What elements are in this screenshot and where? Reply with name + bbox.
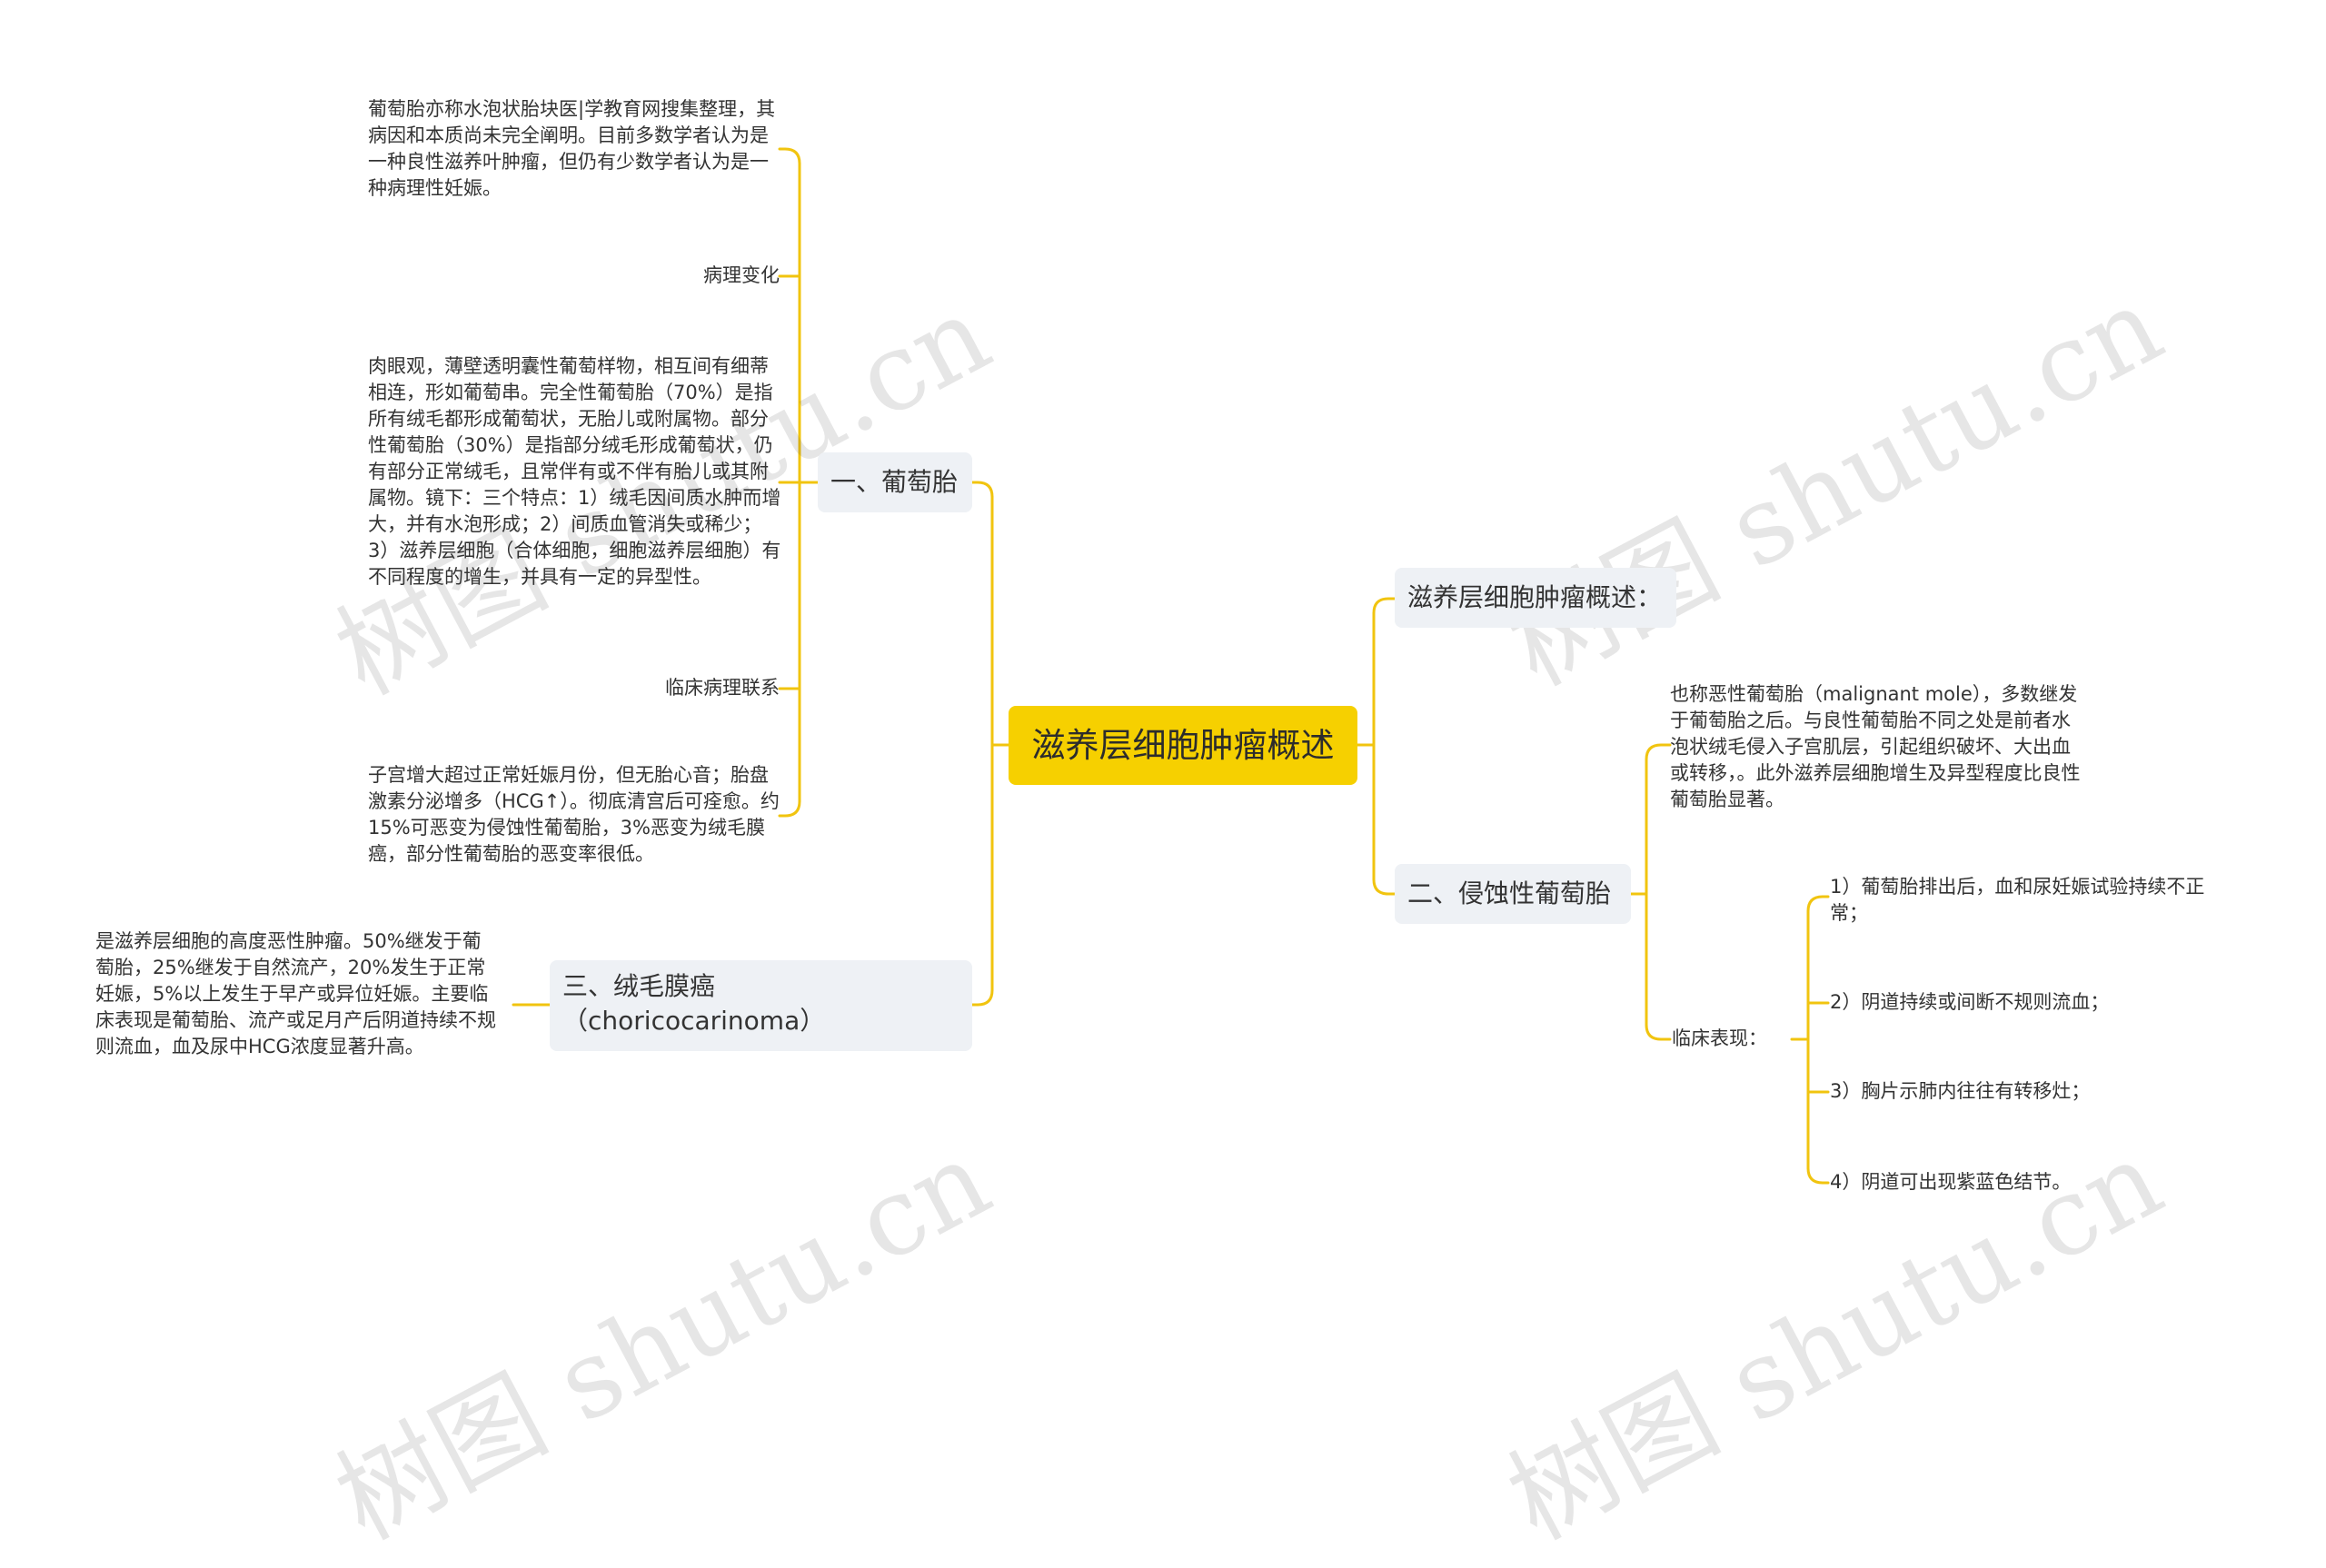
link-invasive — [1372, 878, 1397, 896]
hyd-leaf-definition[interactable]: 葡萄胎亦称水泡状胎块医|学教育网搜集整理，其病因和本质尚未完全阐明。目前多数学者… — [368, 98, 776, 199]
clinical-item[interactable]: 1）葡萄胎排出后，血和尿妊娠试验持续不正常； — [1830, 876, 2205, 924]
link-chorio — [970, 988, 994, 1007]
hyd-leaf-1 — [778, 147, 801, 165]
hyd-leaf-prognosis[interactable]: 子宫增大超过正常妊娠月份，但无胎心音；胎盘激素分泌增多（HCG↑）。彻底清宫后可… — [368, 764, 780, 865]
connector-lines — [512, 147, 1830, 1185]
clinical-item[interactable]: 4）阴道可出现紫蓝色结节。 — [1830, 1171, 2072, 1193]
topic-overview[interactable]: 滋养层细胞肿瘤概述： — [1395, 568, 1676, 628]
topic-hydatidiform[interactable]: 一、葡萄胎 — [818, 452, 972, 512]
clin-item-4 — [1806, 1166, 1830, 1185]
link-hydatidiform — [970, 481, 994, 499]
topic-invasive-mole[interactable]: 二、侵蚀性葡萄胎 — [1395, 864, 1631, 924]
clinical-item[interactable]: 2）阴道持续或间断不规则流血； — [1830, 991, 2110, 1013]
hyd-leaf-5 — [778, 799, 801, 818]
root-topic[interactable]: 滋养层细胞肿瘤概述 — [1009, 706, 1357, 785]
invasive-desc[interactable]: 也称恶性葡萄胎（malignant mole），多数继发于葡萄胎之后。与良性葡萄… — [1670, 683, 2081, 810]
hyd-leaf-pathology[interactable]: 病理变化 — [703, 264, 780, 286]
hyd-leaf-morphology[interactable]: 肉眼观，薄壁透明囊性葡萄样物，相互间有细蒂相连，形如葡萄串。完全性葡萄胎（70%… — [368, 355, 781, 588]
chorio-leaf-desc[interactable]: 是滋养层细胞的高度恶性肿瘤。50%继发于葡萄胎，25%继发于自然流产，20%发生… — [95, 930, 496, 1057]
topic-choriocarcinoma[interactable]: 三、绒毛膜癌（choricocarinoma） — [550, 960, 972, 1051]
inv-clin-link — [1645, 1023, 1672, 1041]
clinical-item[interactable]: 3）胸片示肺内往往有转移灶； — [1830, 1080, 2091, 1102]
link-overview — [1372, 597, 1397, 615]
inv-desc-link — [1645, 743, 1672, 761]
clinical-label[interactable]: 临床表现： — [1672, 1027, 1767, 1049]
hyd-leaf-clinical-link[interactable]: 临床病理联系 — [665, 677, 780, 699]
clin-item-1 — [1806, 895, 1830, 913]
